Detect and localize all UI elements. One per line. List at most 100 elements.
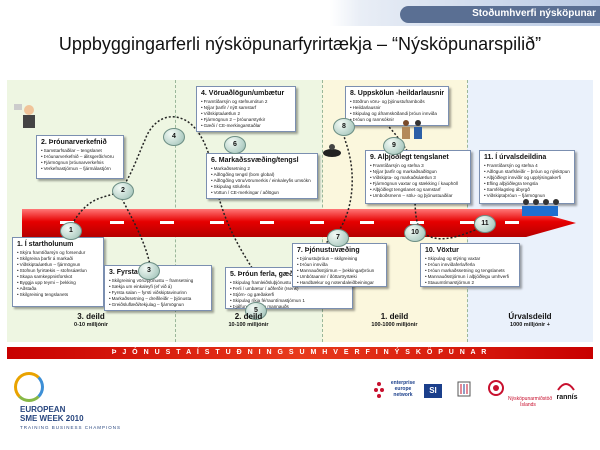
- card-heading: 10. Vöxtur: [425, 247, 459, 254]
- card-item: Skilgreining tengslanets: [17, 292, 99, 298]
- card-item: Greiðsluflæði/tekjulag – fjármögnun: [109, 302, 207, 308]
- card-item: Aðlögðing vöru/vörumerkis / einkaleyfis …: [211, 178, 313, 184]
- card-heading: 9. Alþjóðlegt tengslanet: [370, 154, 449, 161]
- card-item: Byggja upp teymi – þekking: [17, 280, 99, 286]
- league-name: 2. deild: [234, 312, 263, 321]
- league-name: Úrvalsdeild: [508, 312, 552, 321]
- road-dash: [505, 221, 519, 224]
- road-dash: [460, 221, 474, 224]
- card-7-thjonustuvaeding: 7. Þjónustuvæðing Þjónustuþróun – skilgr…: [292, 243, 387, 287]
- people-figures-icon: [402, 120, 422, 139]
- step-bubble-10: 10: [404, 224, 426, 242]
- si-logo: SI: [424, 384, 442, 398]
- step-bubble-7: 7: [327, 229, 349, 247]
- card-item: Viðskipta- og markaðsáætlun 3: [370, 175, 466, 181]
- league-label-1: 1. deild 100-1000 milljónir: [322, 312, 467, 342]
- card-2-throunarverkefnid: 2. Þróunarverkefnið Samstarfsaðilar – te…: [36, 135, 124, 179]
- card-item: Aðstaða: [17, 286, 99, 292]
- card-item: Vottun / CE-merkingar / aðlögun: [211, 190, 313, 196]
- card-item: Handbækur og notendaleiðbeiningar: [297, 280, 382, 286]
- card-heading: 11. Í úrvalsdeildina: [484, 154, 547, 161]
- road-dash: [260, 221, 274, 224]
- card-item: Sækja um einkaleyfi (ef við á): [109, 284, 207, 290]
- support-band: Þ J Ó N U S T A Í S T U Ð N I N G S U M …: [7, 347, 593, 359]
- card-heading: 8. Uppskölun -heildarlausnir: [350, 90, 445, 97]
- card-item: Fjármögnun þróunarverkefnis: [41, 160, 119, 166]
- nmi-logo: Nýsköpunarmiðstöð Íslands: [508, 396, 553, 408]
- step-bubble-4: 4: [163, 128, 185, 146]
- card-item: Þjónustuþróun – skilgreining: [297, 256, 382, 262]
- card-item: Stauumtímarstjórnun 2: [425, 280, 515, 286]
- card-item: Framtíðarsýn og stefna 3: [370, 163, 466, 169]
- person-thinking-icon: [14, 104, 35, 128]
- card-item: Fjármögnun 2 – þróunarstyrkir: [201, 117, 291, 123]
- card-item: Mannauðsstjórnun – þekkingarþróun: [297, 268, 382, 274]
- card-item: Þróun og rannsóknir: [350, 117, 444, 123]
- card-item: Skipulag söluferla: [211, 184, 313, 190]
- card-item: Viðskiptaáætlun – fjármögnun: [17, 262, 99, 268]
- card-item: Viðskiptaþróun – fjármögnun: [484, 193, 570, 199]
- card-9-althjodlegt-tengslanet: 9. Alþjóðlegt tengslanet Framtíðarsýn og…: [365, 150, 471, 204]
- card-item: Samstarfsaðilar – tengslanet: [41, 148, 119, 154]
- card-item: Efling alþjóðlegra tengsla: [484, 181, 570, 187]
- slide-title: Uppbyggingarferli nýsköpunarfyrirtækja –…: [58, 34, 542, 54]
- card-item: Framtíðarsýn og stefna 4: [484, 163, 570, 169]
- card-item: Skipulag framleiðsluþjónustu: [230, 280, 348, 286]
- card-item: Markaðssetning – dreifileiðir – þjónusta: [109, 296, 207, 302]
- card-10-voxtur: 10. Vöxtur Skipulag og stýring vaxtar Þr…: [420, 243, 520, 287]
- card-item: Skapa samkeppnisforskot: [17, 274, 99, 280]
- card-11-urvalsdeild: 11. Í úrvalsdeildina Framtíðarsýn og ste…: [479, 150, 575, 204]
- meeting-icon: [323, 144, 341, 157]
- group-people-icon: [522, 199, 559, 216]
- league-range: 0-10 milljónir: [74, 322, 108, 328]
- card-item: Skýra framtíðarsýn og forsendur: [17, 250, 99, 256]
- league-range: 10-100 milljónir: [228, 322, 269, 328]
- card-item: Fjármögnun vaxtar og stækking í kauphöll: [370, 181, 466, 187]
- road-dash: [410, 221, 424, 224]
- league-label-urvalsdeild: Úrvalsdeild 1000 milljónir +: [467, 312, 593, 342]
- card-item: Samfélagsleg ábyrgð: [484, 187, 570, 193]
- card-item: Stöðrun vöru- og þjónustuframboðs: [350, 99, 444, 105]
- card-item: Skilgreining vöru/þjónustu – framsetning: [109, 278, 207, 284]
- step-bubble-9: 9: [383, 137, 405, 155]
- step-bubble-11: 11: [474, 215, 496, 233]
- card-heading: 4. Vöruaðlögun/umbætur: [201, 90, 285, 97]
- card-item: Mannauðsstjórnun í alþjóðlegu umhverfi: [425, 274, 515, 280]
- card-item: Skipulag og áframsköðandi þróun innviða: [350, 111, 444, 117]
- card-item: Umboðsmenn – sölu- og þjónustuaðilar: [370, 193, 466, 199]
- road-dash: [360, 221, 374, 224]
- card-item: Þróun innviðaferla/ferla: [425, 262, 515, 268]
- card-item: Viðskiptaáætlun 2: [201, 111, 291, 117]
- league-label-2: 2. deild 10-100 milljónir: [175, 312, 322, 342]
- step-bubble-2: 2: [112, 182, 134, 200]
- road-dash: [110, 221, 124, 224]
- card-item: Þróun markaðssetning og tengslanets: [425, 268, 515, 274]
- road-dash: [310, 221, 324, 224]
- road-dash: [210, 221, 224, 224]
- sme-week-subtitle: TRAINING BUSINESS CHAMPIONS: [20, 425, 122, 430]
- card-8-uppskolun: 8. Uppskölun -heildarlausnir Stöðrun vör…: [345, 86, 449, 126]
- card-item: Skipulag og stýring vaxtar: [425, 256, 515, 262]
- card-heading: 6. Markaðssvæðing/tengsl: [211, 157, 299, 164]
- card-item: Þróun innviða: [297, 262, 382, 268]
- card-item: Framtíðarsýn og stefnumótun 2: [201, 99, 291, 105]
- league-name: 3. deild: [77, 312, 105, 321]
- enterprise-europe-logo: enterprise europe network: [390, 380, 416, 398]
- league-range: 1000 milljónir +: [510, 322, 550, 328]
- card-6-markadssvaeding: 6. Markaðssvæðing/tengsl Markaðssetning …: [206, 153, 318, 199]
- header-title: Stoðumhverfi nýsköpunar: [472, 8, 596, 19]
- card-item: Alþjóðlegt tengslanet og samstarf: [370, 187, 466, 193]
- league-label-3: 3. deild 0-10 milljónir: [7, 312, 175, 342]
- header-tab: [400, 6, 600, 23]
- card-item: Skipulag ríkja fé/rauntímastjórnun 1: [230, 298, 348, 304]
- card-heading: 2. Þróunarverkefnið: [41, 139, 107, 146]
- card-item: Gæði / CE-merkingarstaðlar: [201, 123, 291, 129]
- league-range: 100-1000 milljónir: [371, 322, 418, 328]
- step-bubble-8: 8: [333, 118, 355, 136]
- card-item: Heildarlausnir: [350, 105, 444, 111]
- footer: [0, 365, 600, 450]
- card-heading: 7. Þjónustuvæðing: [297, 247, 360, 254]
- card-item: Þróunarverkefnið – álitsgerðir/vöru: [41, 154, 119, 160]
- nmi-logo-icon: [488, 380, 504, 396]
- sme-title-line-2: SME WEEK 2010: [20, 414, 84, 423]
